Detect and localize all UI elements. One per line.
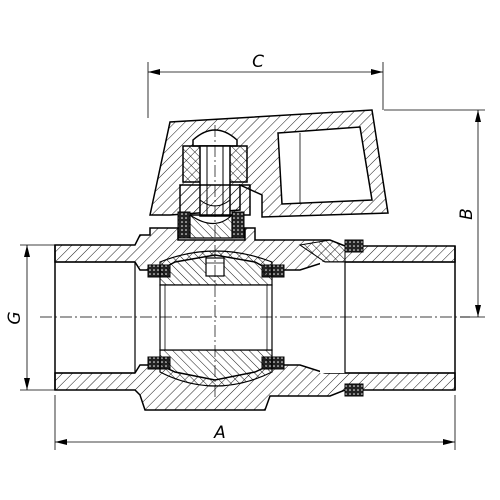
ball: [147, 250, 285, 387]
body-gasket-bottom: [344, 383, 364, 397]
dimension-label-c: C: [252, 52, 264, 72]
center-lines: [40, 125, 470, 400]
dimension-label-g: G: [5, 311, 25, 324]
stem-gasket-left: [177, 211, 191, 239]
stem-gasket-right: [231, 211, 245, 239]
dimension-arrows: [24, 69, 481, 445]
handle-grip-window: [277, 126, 373, 205]
dimension-label-b: B: [457, 208, 477, 220]
ball-bore: [159, 284, 273, 351]
dimension-lines: [20, 62, 485, 450]
dimension-label-a: A: [213, 423, 226, 443]
handle-screw-head: [192, 129, 238, 147]
body-gasket-top: [344, 239, 364, 253]
valve-body: [54, 227, 456, 411]
